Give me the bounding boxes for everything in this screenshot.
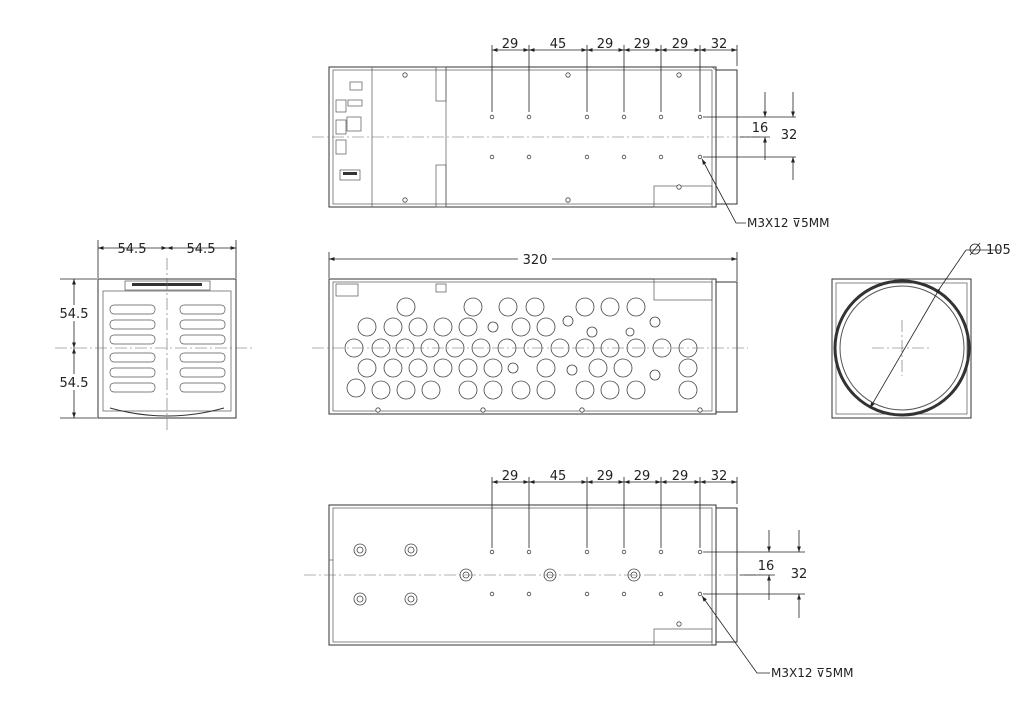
bottom-dim-45: 45 <box>550 469 567 484</box>
top-dim-29-c: 29 <box>634 37 651 52</box>
bottom-view-mounting-holes <box>489 549 703 597</box>
bottom-callout-thread: M3X12 ⊽5MM <box>771 666 853 680</box>
lens-dim-diameter: 105 <box>986 243 1011 258</box>
bottom-view: 29 45 29 29 29 32 16 32 M3X12 ⊽5MM <box>304 469 853 680</box>
top-dim-29-d: 29 <box>672 37 689 52</box>
top-dim-29-b: 29 <box>597 37 614 52</box>
top-view: 29 45 29 29 29 32 16 32 M3X12 ⊽5MM <box>312 37 829 230</box>
bottom-dim-29-a: 29 <box>502 469 519 484</box>
front-view-slots <box>109 304 226 393</box>
side-dim-length: 320 <box>523 253 548 268</box>
front-view: 54.5 54.5 54.5 54.5 <box>55 240 255 432</box>
top-view-mounting-holes <box>489 114 703 160</box>
lens-view: 105 <box>831 242 1011 419</box>
top-dim-45: 45 <box>550 37 567 52</box>
bottom-dim-29-b: 29 <box>597 469 614 484</box>
bottom-dim-29-d: 29 <box>672 469 689 484</box>
top-dim-16: 16 <box>752 121 769 136</box>
front-dim-height-bottom: 54.5 <box>60 376 89 391</box>
top-callout-thread: M3X12 ⊽5MM <box>747 216 829 230</box>
top-dim-32-vertical: 32 <box>781 128 798 143</box>
bottom-dim-16: 16 <box>758 559 775 574</box>
side-view-vent-holes <box>344 297 698 400</box>
top-dim-32: 32 <box>711 37 728 52</box>
front-dim-width-right: 54.5 <box>187 242 216 257</box>
side-view: 320 <box>312 251 748 415</box>
front-dim-height-top: 54.5 <box>60 307 89 322</box>
bottom-dim-32-vertical: 32 <box>791 567 808 582</box>
bottom-dim-32: 32 <box>711 469 728 484</box>
bottom-view-bosses <box>353 543 641 606</box>
front-dim-width-left: 54.5 <box>118 242 147 257</box>
lens-view-outline <box>831 278 972 419</box>
lens-view-barrel <box>833 279 971 417</box>
top-dim-29-a: 29 <box>502 37 519 52</box>
side-view-lens-cap <box>715 281 738 413</box>
bottom-dim-29-c: 29 <box>634 469 651 484</box>
